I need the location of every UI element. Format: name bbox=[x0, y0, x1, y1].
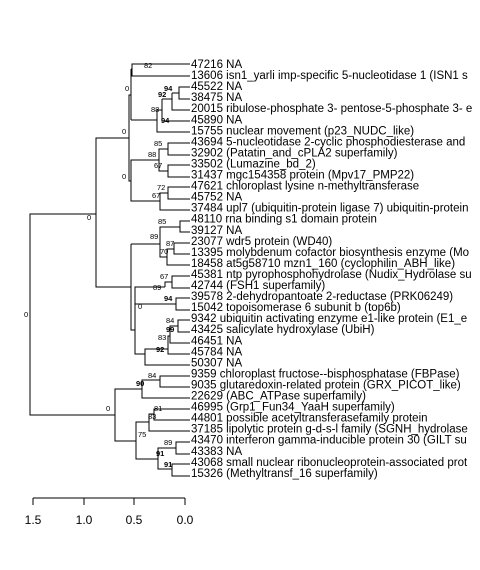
support-label: 0 bbox=[125, 84, 129, 93]
support-values: 82 0 94 92 88 94 0 85 88 67 0 72 67 0 85… bbox=[24, 61, 174, 469]
support-label: 85 bbox=[158, 217, 166, 226]
leaf-label: 15755 nuclear movement (p23_NUDC_like) bbox=[191, 125, 414, 137]
leaf-label: 20015 ribulose-phosphate 3- pentose-5-ph… bbox=[191, 103, 472, 115]
leaf-label: 18458 at5g58710 mzn1_160 (cyclophilin_AB… bbox=[191, 258, 455, 270]
support-label: 0 bbox=[122, 172, 126, 181]
leaf-label: 46451 NA bbox=[191, 335, 242, 347]
leaf-label: 43694 5-nucleotidase 2-cyclic phosphodie… bbox=[191, 136, 465, 148]
leaf-label: 38475 NA bbox=[191, 92, 242, 104]
support-label: 72 bbox=[157, 183, 165, 192]
support-label: 67 bbox=[152, 191, 160, 200]
scale-axis: 1.5 1.0 0.5 0.0 bbox=[25, 497, 194, 527]
support-label: 67 bbox=[154, 161, 162, 170]
scale-tick-label: 0.5 bbox=[126, 513, 143, 527]
leaf-label: 45784 NA bbox=[191, 346, 242, 358]
leaf-label: 9359 chloroplast fructose--bisphosphatas… bbox=[191, 368, 460, 380]
support-label: 0 bbox=[87, 213, 91, 222]
support-label: 92 bbox=[156, 345, 164, 354]
leaf-label: 46995 (Grp1_Fun34_YaaH superfamily) bbox=[191, 402, 395, 414]
leaf-label: 15042 topoisomerase 6 subunit b (top6b) bbox=[191, 302, 401, 314]
support-label: 99 bbox=[166, 325, 174, 334]
support-label: 90 bbox=[136, 379, 144, 388]
support-label: 0 bbox=[106, 404, 110, 413]
support-label: 92 bbox=[158, 90, 166, 99]
support-label: 75 bbox=[138, 430, 146, 439]
support-label: 89 bbox=[164, 438, 172, 447]
leaf-label: 47216 NA bbox=[191, 59, 242, 71]
leaf-label: 31437 mgc154358 protein (Mpv17_PMP22) bbox=[191, 170, 414, 182]
leaf-label: 22629 (ABC_ATPase superfamily) bbox=[191, 391, 366, 403]
leaf-label: 37484 upl7 (ubiquitin-protein ligase 7) … bbox=[191, 203, 468, 215]
support-label: 89 bbox=[150, 232, 158, 241]
support-label: 91 bbox=[164, 460, 172, 469]
leaf-label: 23077 wdr5 protein (WD40) bbox=[191, 236, 332, 248]
support-label: 81 bbox=[154, 404, 162, 413]
leaf-label: 13395 molybdenum cofactor biosynthesis e… bbox=[191, 247, 469, 259]
leaf-label: 33502 (Lumazine_bd_2) bbox=[191, 158, 316, 170]
support-label: 85 bbox=[154, 139, 162, 148]
support-label: 82 bbox=[144, 61, 152, 70]
leaf-label: 39127 NA bbox=[191, 225, 242, 237]
support-label: 83 bbox=[148, 412, 156, 421]
leaf-label: 39578 2-dehydropantoate 2-reductase (PRK… bbox=[191, 291, 453, 303]
support-label: 67 bbox=[160, 272, 168, 281]
support-label: 84 bbox=[166, 316, 174, 325]
support-label: 89 bbox=[153, 283, 161, 292]
support-label: 84 bbox=[148, 371, 156, 380]
leaf-label: 32902 (Patatin_and_cPLA2 superfamily) bbox=[191, 147, 398, 159]
leaf-label: 47621 chloroplast lysine n-methyltransfe… bbox=[191, 181, 419, 193]
support-label: 94 bbox=[161, 116, 170, 125]
support-label: 94 bbox=[164, 84, 173, 93]
support-label: 91 bbox=[156, 449, 164, 458]
support-label: 0 bbox=[138, 302, 142, 311]
scale-tick-label: 0.0 bbox=[177, 513, 194, 527]
leaf-label: 13606 isn1_yarli imp-specific 5-nucleoti… bbox=[191, 70, 468, 82]
leaf-label: 45890 NA bbox=[191, 114, 242, 126]
leaf-label: 15326 (Methyltransf_16 superfamily) bbox=[191, 468, 378, 480]
support-label: 0 bbox=[24, 310, 28, 319]
leaf-label: 43383 NA bbox=[191, 446, 242, 458]
leaf-label: 37185 lipolytic protein g-d-s-l family (… bbox=[191, 424, 468, 436]
leaf-label: 43425 salicylate hydroxylase (UbiH) bbox=[191, 324, 375, 336]
support-label: 83 bbox=[158, 333, 166, 342]
leaf-label: 43068 small nuclear ribonucleoprotein-as… bbox=[191, 457, 468, 469]
tree-branches bbox=[29, 63, 190, 477]
support-label: 88 bbox=[151, 105, 159, 114]
scale-tick-label: 1.5 bbox=[25, 513, 42, 527]
leaf-label: 42744 (FSH1 superfamily) bbox=[191, 280, 325, 292]
support-label: 94 bbox=[164, 294, 173, 303]
support-label: 0 bbox=[122, 127, 126, 136]
support-label: 88 bbox=[148, 150, 156, 159]
leaf-label: 9035 glutaredoxin-related protein (GRX_P… bbox=[191, 380, 461, 392]
leaf-label: 45752 NA bbox=[191, 192, 242, 204]
leaf-label: 43470 interferon gamma-inducible protein… bbox=[191, 435, 467, 447]
leaf-label: 45522 NA bbox=[191, 81, 242, 93]
scale-tick-label: 1.0 bbox=[76, 513, 93, 527]
leaf-label: 50307 NA bbox=[191, 357, 242, 369]
leaf-label: 44801 possible acetyltransferasefamily p… bbox=[191, 413, 428, 425]
leaf-label: 48110 rna binding s1 domain protein bbox=[191, 214, 377, 226]
support-label: 87 bbox=[166, 239, 174, 248]
leaf-label: 9342 ubiquitin activating enzyme e1-like… bbox=[191, 313, 467, 325]
support-label: 70 bbox=[160, 247, 168, 256]
leaf-label: 45381 ntp pyrophosphohydrolase (Nudix_Hy… bbox=[191, 269, 472, 281]
